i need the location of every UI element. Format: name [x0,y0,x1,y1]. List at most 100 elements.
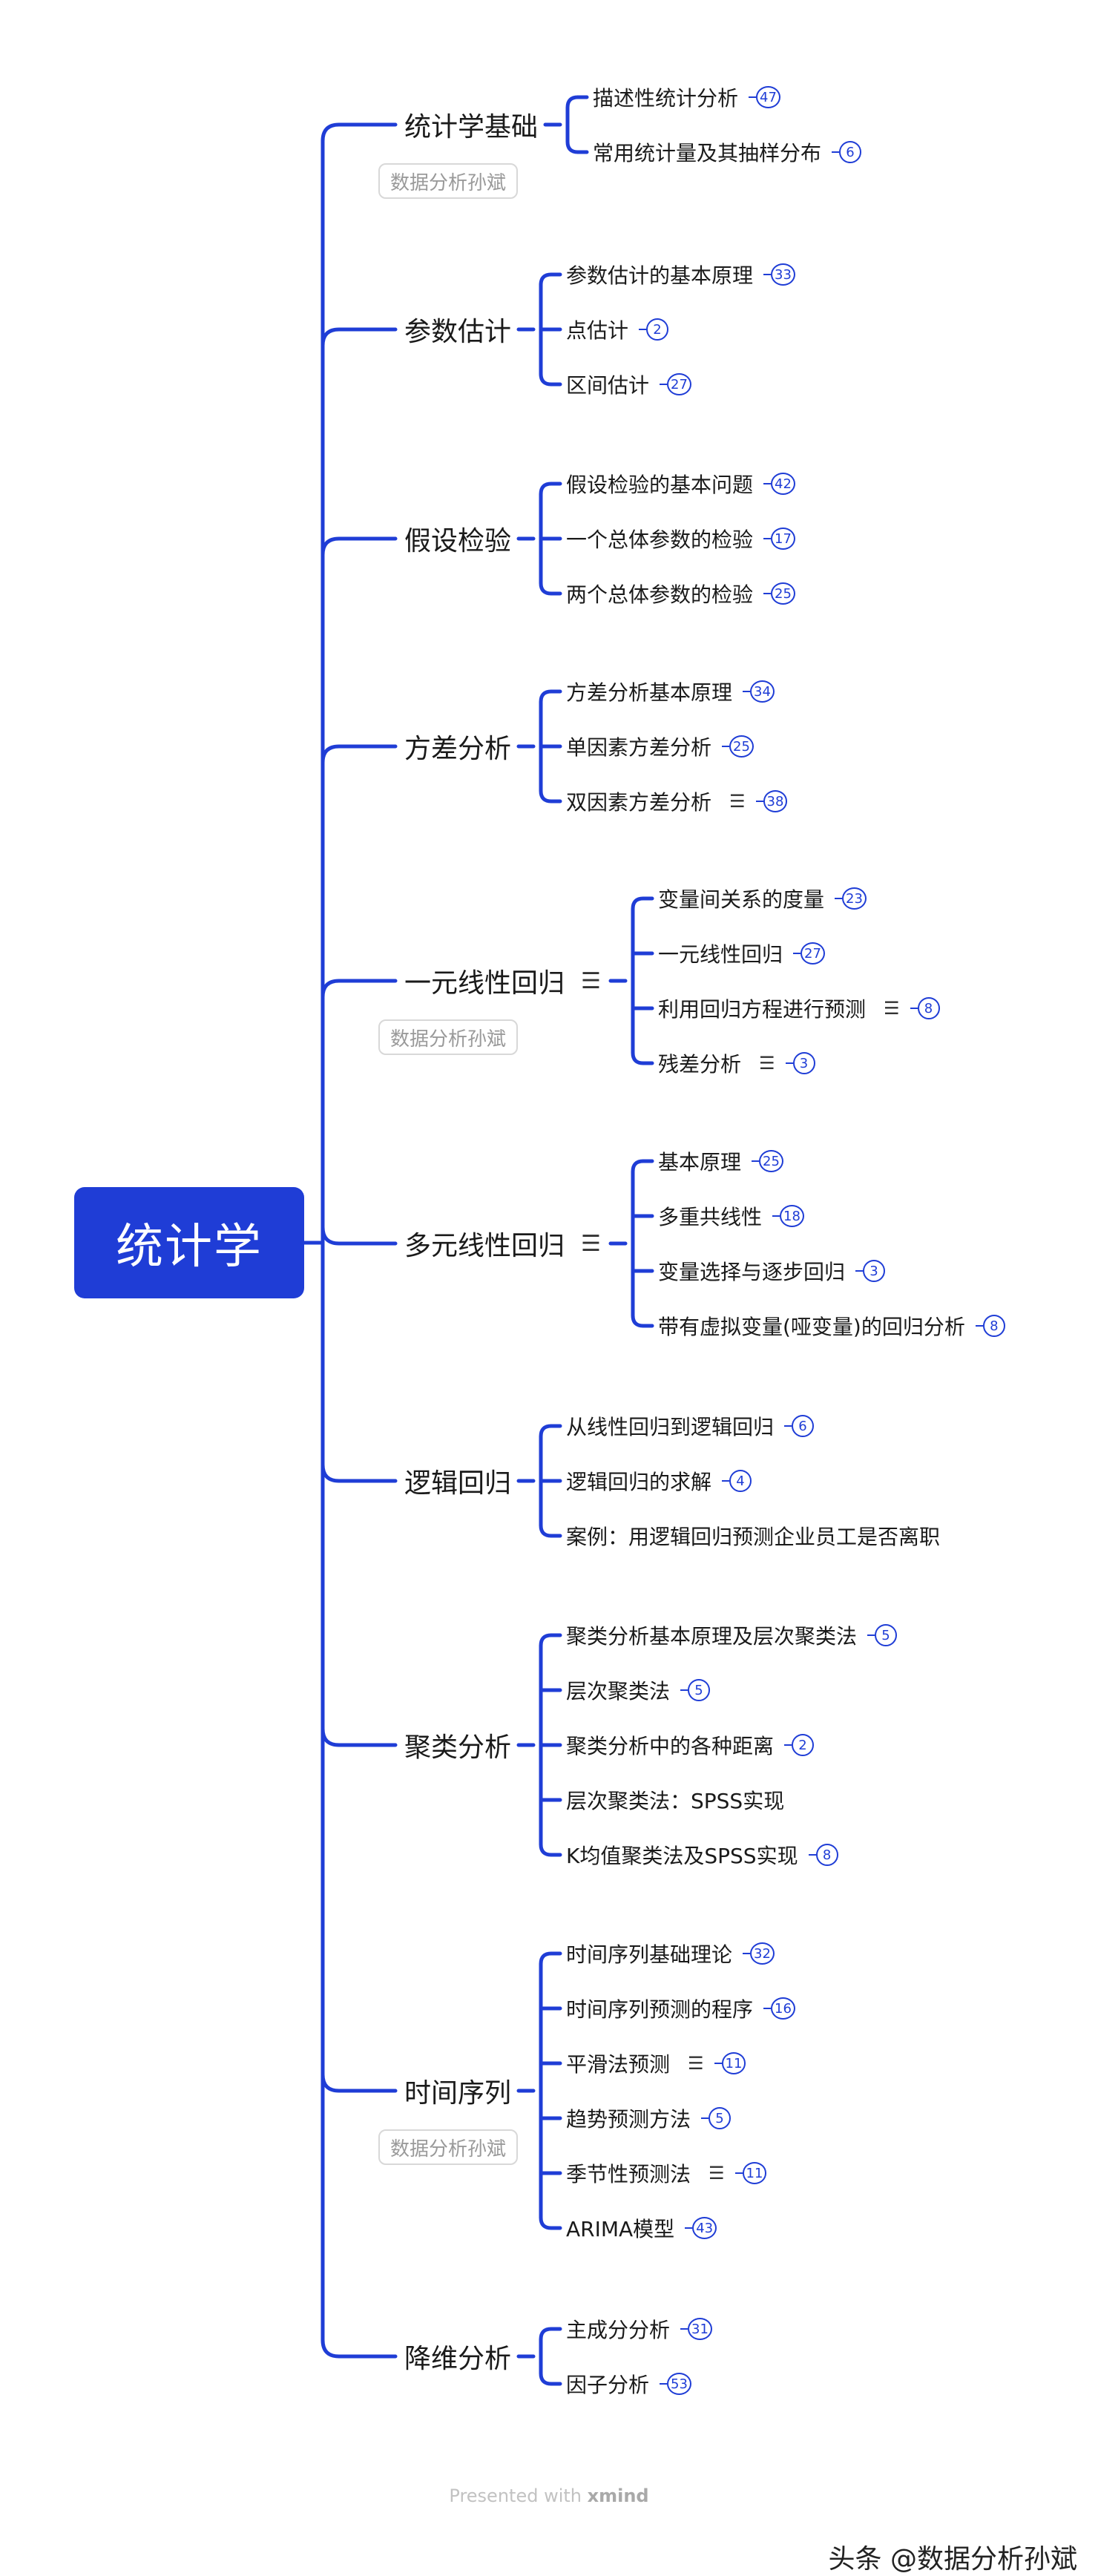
collapsed-count[interactable]: 11 [714,2052,746,2074]
branch-node[interactable]: 逻辑回归 [404,1459,511,1503]
note-icon[interactable]: ☰ [884,998,900,1019]
note-icon[interactable]: ☰ [729,791,746,812]
collapsed-count[interactable]: 25 [722,735,754,758]
count-badge[interactable]: 16 [771,1997,795,2020]
count-badge[interactable]: 23 [842,887,867,910]
leaf-node[interactable]: 残差分析☰3 [658,1045,815,1082]
collapsed-count[interactable]: 11 [734,2162,767,2184]
collapsed-count[interactable]: 2 [784,1734,815,1756]
collapsed-count[interactable]: 53 [660,2373,691,2395]
branch-node[interactable]: 统计学基础 [404,102,538,147]
collapsed-count[interactable]: 25 [752,1150,783,1172]
collapsed-count[interactable]: 8 [910,997,940,1019]
count-badge[interactable]: 6 [839,141,862,163]
branch-node[interactable]: 多元线性回归☰ [404,1221,601,1266]
count-badge[interactable]: 3 [863,1260,886,1282]
branch-node[interactable]: 时间序列 [404,2069,511,2113]
note-icon[interactable]: ☰ [759,1053,775,1074]
collapsed-count[interactable]: 43 [685,2217,717,2239]
collapsed-count[interactable]: 4 [722,1470,752,1492]
count-badge[interactable]: 25 [729,735,754,758]
collapsed-count[interactable]: 6 [784,1415,815,1437]
count-badge[interactable]: 11 [721,2052,746,2074]
collapsed-count[interactable]: 2 [639,318,669,341]
count-badge[interactable]: 8 [917,997,940,1019]
count-badge[interactable]: 31 [688,2318,712,2340]
count-badge[interactable]: 11 [742,2162,767,2184]
count-badge[interactable]: 27 [667,373,691,395]
collapsed-count[interactable]: 5 [867,1624,898,1646]
collapsed-count[interactable]: 27 [660,373,691,395]
note-icon[interactable]: ☰ [709,2163,725,2184]
collapsed-count[interactable]: 5 [701,2107,732,2129]
leaf-node[interactable]: 季节性预测法☰11 [566,2155,767,2192]
collapsed-count[interactable]: 5 [680,1679,711,1701]
count-badge[interactable]: 8 [815,1844,838,1866]
count-badge[interactable]: 2 [646,318,669,341]
label-tag[interactable]: 数据分析孙斌 [378,1019,519,1055]
collapsed-count[interactable]: 18 [772,1205,804,1227]
count-badge[interactable]: 43 [692,2217,717,2239]
branch-node[interactable]: 聚类分析 [404,1723,511,1767]
collapsed-count[interactable]: 16 [763,1997,795,2020]
branch-node[interactable]: 一元线性回归☰ [404,959,601,1003]
count-badge[interactable]: 17 [771,528,795,550]
count-badge[interactable]: 38 [763,790,788,812]
label-tag[interactable]: 数据分析孙斌 [378,2129,519,2165]
collapsed-count[interactable]: 47 [749,86,780,108]
collapsed-count[interactable]: 25 [763,582,795,605]
branch-node[interactable]: 方差分析 [404,724,511,769]
note-icon[interactable]: ☰ [688,2053,704,2074]
count-badge[interactable]: 18 [780,1205,804,1227]
collapsed-count[interactable]: 23 [835,887,867,910]
count-badge[interactable]: 25 [771,582,795,605]
collapsed-count[interactable]: 3 [855,1260,886,1282]
collapsed-count[interactable]: 33 [763,263,795,286]
count-badge[interactable]: 34 [750,680,775,703]
collapsed-count[interactable]: 6 [832,141,862,163]
collapsed-count[interactable]: 27 [793,942,825,965]
count-badge[interactable]: 5 [688,1679,711,1701]
note-icon[interactable]: ☰ [581,1230,601,1257]
count-badge[interactable]: 6 [792,1415,815,1437]
label-tag[interactable]: 数据分析孙斌 [378,163,519,199]
collapsed-count[interactable]: 32 [743,1942,775,1965]
count-badge[interactable]: 8 [982,1315,1005,1337]
leaf-node[interactable]: 双因素方差分析☰38 [566,783,788,820]
count-badge[interactable]: 33 [771,263,795,286]
leaf-node[interactable]: 层次聚类法：SPSS实现 [566,1781,784,1818]
collapsed-count[interactable]: 8 [808,1844,838,1866]
collapsed-count[interactable]: 17 [763,528,795,550]
count-badge[interactable]: 42 [771,473,795,495]
count-badge[interactable]: 27 [801,942,825,965]
count-badge[interactable]: 47 [756,86,780,108]
branch-node[interactable]: 参数估计 [404,307,511,352]
collapsed-count[interactable]: 31 [680,2318,712,2340]
leaf-node[interactable]: 利用回归方程进行预测☰8 [658,990,940,1027]
